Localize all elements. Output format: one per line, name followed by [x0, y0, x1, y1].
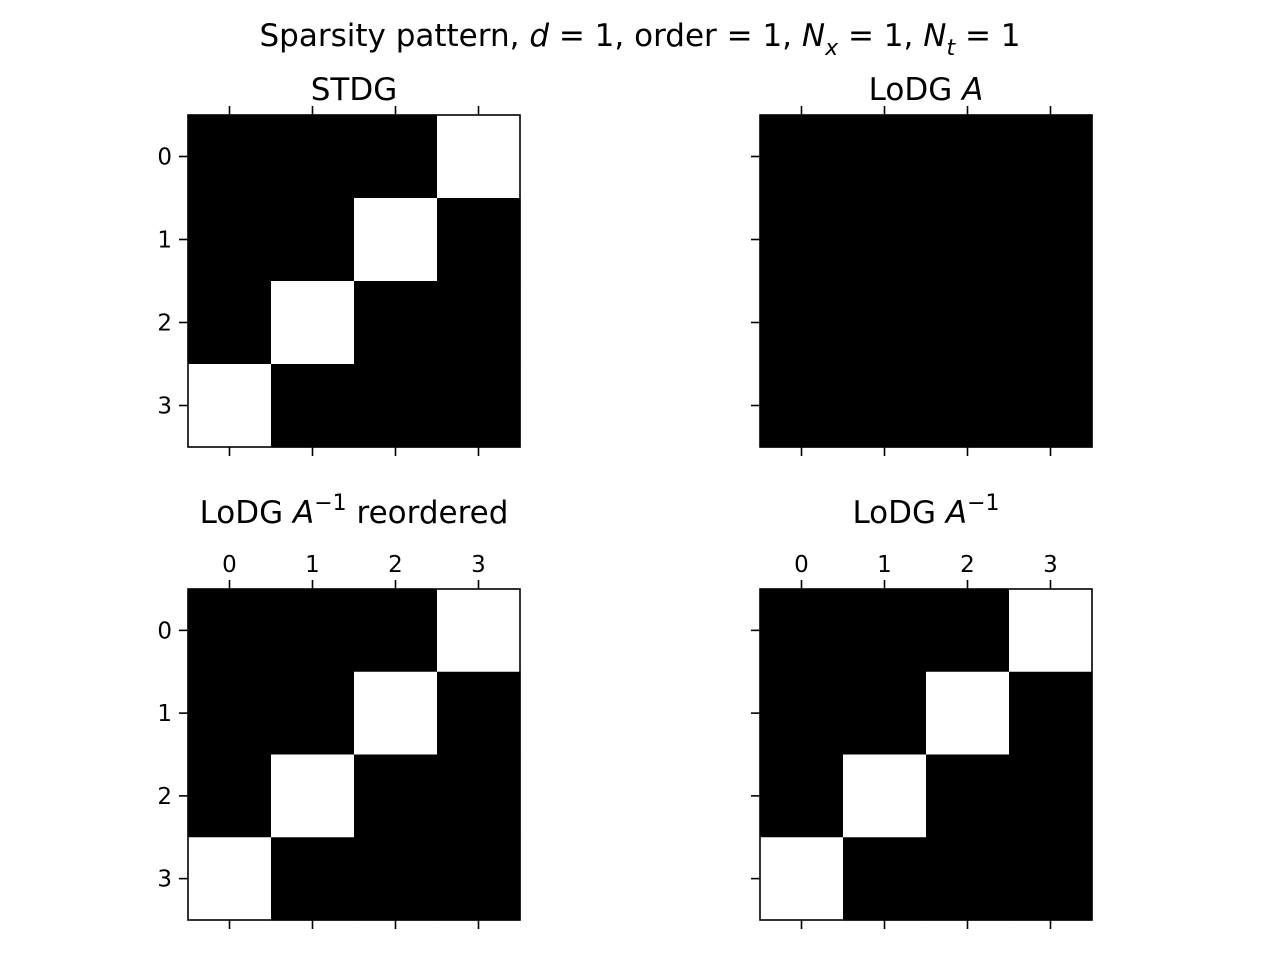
matrix-cell-0-2: [926, 589, 1010, 673]
axes-frame: [759, 114, 1093, 448]
matrix-cell-1-1: [271, 671, 355, 756]
matrix-cell-2-0: [760, 754, 844, 838]
subplot-1: LoDG A: [751, 72, 1093, 456]
matrix-cell-0-1: [843, 115, 927, 199]
matrix-cell-2-2: [354, 281, 438, 365]
matrix-cell-1-3: [437, 671, 521, 756]
matrix-cell-2-2: [926, 754, 1010, 838]
matrix-cell-1-0: [760, 671, 844, 756]
matrix-cell-3-3: [437, 837, 521, 921]
matrix-cell-1-0: [760, 198, 844, 282]
matrix-cell-0-0: [760, 589, 844, 673]
y-tick-label: 3: [157, 394, 172, 420]
matrix-cell-1-1: [843, 671, 927, 756]
x-tick-label: 2: [960, 552, 975, 578]
matrix-cell-3-0: [760, 837, 844, 921]
matrix-cell-1-2: [354, 671, 438, 756]
matrix-cell-1-2: [926, 198, 1010, 282]
matrix-cell-3-2: [926, 364, 1010, 448]
matrix-cell-0-1: [843, 589, 927, 673]
matrix-cell-3-3: [437, 364, 521, 448]
matrix-cell-1-1: [271, 198, 355, 282]
matrix-cell-3-2: [354, 837, 438, 921]
axes-frame: [187, 114, 521, 448]
matrix-cell-2-3: [1009, 281, 1093, 365]
matrix-cell-3-3: [1009, 837, 1093, 921]
matrix-cell-3-1: [843, 364, 927, 448]
axes-frame: [187, 588, 521, 921]
subplot-3: 0 1 2 3 LoDG A−1: [751, 491, 1093, 929]
matrix-cell-1-2: [926, 671, 1010, 756]
matrix-cell-3-1: [271, 837, 355, 921]
x-tick-label: 1: [305, 552, 320, 578]
matrix-cell-2-2: [926, 281, 1010, 365]
x-tick-label: 0: [222, 552, 237, 578]
matrix-cell-2-2: [354, 754, 438, 838]
matrix-cell-0-3: [1009, 589, 1093, 673]
matrix-cell-0-2: [354, 589, 438, 673]
matrix-cell-0-2: [354, 115, 438, 199]
matrix-cell-1-3: [1009, 671, 1093, 756]
matrix-cell-3-1: [271, 364, 355, 448]
matrix-cell-2-0: [188, 281, 272, 365]
subplot-0: 0 1 2 3 STDG: [157, 72, 521, 456]
matrix-cell-3-0: [760, 364, 844, 448]
x-tick-label: 2: [388, 552, 403, 578]
matrix-cell-0-2: [926, 115, 1010, 199]
subplot-title: STDG: [311, 72, 398, 108]
matrix-cell-1-3: [437, 198, 521, 282]
matrix-cell-3-1: [843, 837, 927, 921]
matrix-cell-2-1: [271, 754, 355, 838]
matrix-cell-3-2: [926, 837, 1010, 921]
matrix-cell-2-3: [1009, 754, 1093, 838]
subplot-2: 0 1 2 3 0 1 2 3 LoDG A−1 reordered: [157, 491, 521, 929]
matrix-cell-0-3: [437, 115, 521, 199]
y-tick-label: 1: [157, 701, 172, 727]
y-tick-label: 0: [157, 145, 172, 171]
y-tick-label: 0: [157, 618, 172, 644]
subplot-title: LoDG A: [869, 72, 984, 108]
matrix-cell-2-3: [437, 754, 521, 838]
matrix-cell-0-1: [271, 589, 355, 673]
matrix-cell-2-1: [843, 754, 927, 838]
matrix-cell-0-0: [188, 115, 272, 199]
matrix-cell-0-3: [1009, 115, 1093, 199]
y-tick-label: 3: [157, 867, 172, 893]
x-tick-label: 0: [794, 552, 809, 578]
matrix-cell-3-2: [354, 364, 438, 448]
matrix-cell-2-3: [437, 281, 521, 365]
matrix-cell-0-1: [271, 115, 355, 199]
matrix-cell-1-0: [188, 671, 272, 756]
matrix-cell-0-0: [188, 589, 272, 673]
y-tick-label: 1: [157, 228, 172, 254]
subplot-title: LoDG A−1 reordered: [200, 491, 509, 531]
matrix-cell-2-0: [760, 281, 844, 365]
x-tick-label: 3: [1043, 552, 1058, 578]
matrix-cell-1-0: [188, 198, 272, 282]
matrix-cell-1-3: [1009, 198, 1093, 282]
matrix-cell-1-2: [354, 198, 438, 282]
y-tick-label: 2: [157, 784, 172, 810]
matrix-cell-3-0: [188, 364, 272, 448]
matrix-cell-2-1: [271, 281, 355, 365]
matrix-cell-3-0: [188, 837, 272, 921]
matrix-cell-3-3: [1009, 364, 1093, 448]
matrix-cell-0-3: [437, 589, 521, 673]
matrix-cell-1-1: [843, 198, 927, 282]
axes-frame: [759, 588, 1093, 921]
subplot-title: LoDG A−1: [852, 491, 999, 531]
matrix-cell-2-1: [843, 281, 927, 365]
x-tick-label: 3: [471, 552, 486, 578]
matrix-cell-2-0: [188, 754, 272, 838]
figure-suptitle: Sparsity pattern, d = 1, order = 1, Nx =…: [259, 18, 1020, 61]
x-tick-label: 1: [877, 552, 892, 578]
y-tick-label: 2: [157, 311, 172, 337]
matrix-cell-0-0: [760, 115, 844, 199]
